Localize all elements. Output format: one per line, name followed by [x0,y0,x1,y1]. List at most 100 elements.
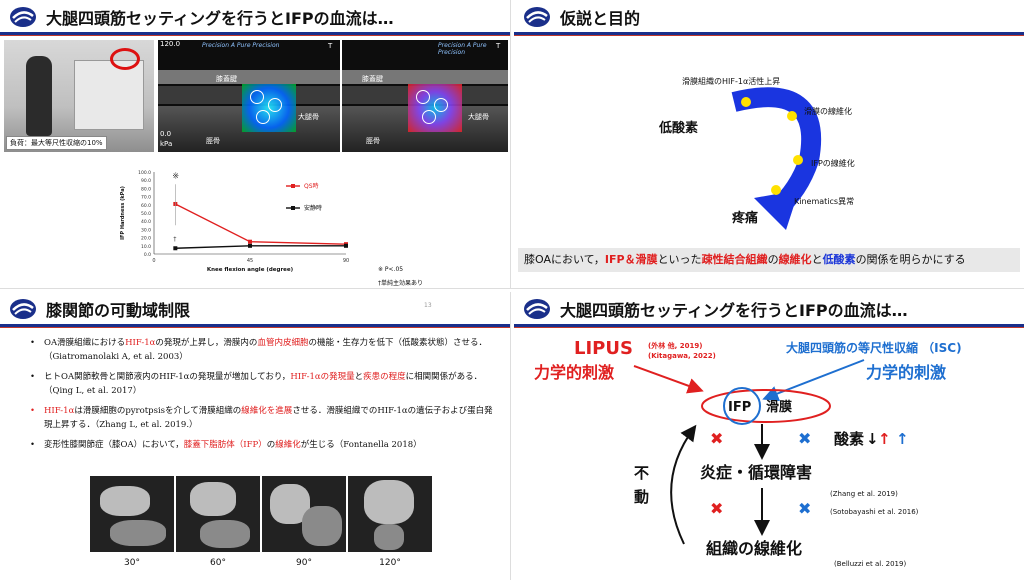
y-tick-label: 0.0 [144,252,151,258]
slide-title: 大腿四頭筋セッティングを行うとIFPの血流は… [560,301,908,320]
subject-figure [26,56,52,136]
inflammation-label: 炎症・循環障害 [700,463,812,482]
series-line-1 [175,245,346,249]
lipus-ref-2: (Kitagawa, 2022) [648,352,716,360]
logo-icon [10,299,36,319]
immobility-label-1: 不 [634,464,649,482]
x-tick-label: 90 [343,258,349,264]
slide-mechanism: 大腿四頭筋セッティングを行うとIFPの血流は… LIPUS (外林 他, 201… [514,292,1024,580]
cross-icon: ✖ [798,429,811,448]
logo-icon [10,7,36,27]
y-tick-label: 70.0 [141,195,151,201]
mech-stimulus-right: 力学的刺激 [866,363,946,382]
step-dot-3 [793,155,803,165]
label-pain: 疼痛 [732,210,758,226]
cross-icon: ✖ [798,499,811,518]
photo-caption: 負荷：最大等尺性収縮の10% [6,136,107,150]
y-tick-label: 20.0 [141,236,151,242]
highlight-circle [110,48,140,70]
x-axis-label: Knee flexion angle (degree) [207,267,294,273]
ultrasound-image-qs: Precision A Pure Precision 膝蓋腱 脛骨 大腿骨 T [342,40,508,152]
bullet-item: OA滑膜組織におけるHIF-1αの発現が上昇し，滑膜内の血管内皮細胞の機能・生存… [30,336,500,364]
arrow-up-red-icon: ↑ [878,430,891,448]
ifp-circle [723,387,761,425]
legend-marker-0 [291,184,295,188]
legend-label-0: QS時 [304,182,319,190]
annotation-dagger: † [173,236,176,243]
lipus-label: LIPUS [574,338,633,359]
bullet-item: HIF-1αは滑膜細胞のpyrotpsisを介して滑膜組織の線維化を進展させる．… [30,404,500,432]
ifp-label: IFP [728,400,751,415]
slide-title: 大腿四頭筋セッティングを行うとIFPの血流は… [46,9,394,28]
experiment-photo: 負荷：最大等尺性収縮の10% [4,40,154,152]
angle-label-60: 60° [210,558,226,568]
y-tick-label: 40.0 [141,219,151,225]
ifp-synovium-ellipse [701,389,831,423]
ref-sotobayashi: (Sotobayashi et al. 2016) [830,508,919,516]
us-brand-label: Precision A Pure Precision [202,42,280,49]
lipus-ref-1: (外林 他, 2019) [648,341,702,350]
cross-icon: ✖ [710,429,723,448]
slide-header: 膝関節の可動域制限 13 [0,292,510,328]
label-tibia: 脛骨 [206,137,220,145]
synovium-label: 滑膜 [766,399,792,415]
mri-image-120 [348,476,432,552]
mri-image-30 [90,476,174,552]
step-label-2: 滑膜の線維化 [804,106,852,116]
step-label-4: Kinematics異常 [794,197,854,206]
slide-header: 大腿四頭筋セッティングを行うとIFPの血流は… [0,0,510,36]
y-tick-label: 50.0 [141,211,151,217]
y-tick-label: 80.0 [141,186,151,192]
immobility-label-2: 動 [634,488,649,506]
data-point-1 [173,246,178,251]
data-point-0 [248,239,252,244]
cross-icon: ✖ [710,499,723,518]
x-tick-label: 0 [152,258,155,264]
page-number: 13 [424,302,432,309]
mri-image-60 [176,476,260,552]
data-point-1 [344,243,348,248]
logo-icon [524,299,550,319]
angle-label-120: 120° [379,558,401,568]
slide-title: 仮説と目的 [560,9,641,28]
slide-hypothesis: 仮説と目的 低酸素 疼痛 滑膜組織のHIF-1α活性上昇 滑膜の線維化 IFPの… [514,0,1024,288]
slide-title: 膝関節の可動域制限 [46,301,191,320]
hypothesis-diagram: 低酸素 疼痛 滑膜組織のHIF-1α活性上昇 滑膜の線維化 IFPの線維化 Ki… [658,76,855,230]
oxygen-label: 酸素 [834,430,864,448]
logo-icon [524,7,550,27]
arrow-up-blue-icon: ↑ [896,430,909,448]
step-dot-1 [741,97,751,107]
footnote-dagger: †単純主効果あり [378,280,424,287]
y-tick-label: 30.0 [141,227,151,233]
slide-header: 仮説と目的 [514,0,1024,36]
step-label-3: IFPの線維化 [811,158,855,168]
ref-belluzzi: (Belluzzi et al. 2019) [834,560,906,568]
y-tick-label: 60.0 [141,203,151,209]
mri-image-90 [262,476,346,552]
lipus-arrow [633,365,704,394]
label-hypoxia: 低酸素 [658,120,698,136]
slide-knee-rom: 膝関節の可動域制限 13 OA滑膜組織におけるHIF-1αの発現が上昇し，滑膜内… [0,292,510,580]
mechanism-diagram: LIPUS (外林 他, 2019) (Kitagawa, 2022) 力学的刺… [534,338,962,568]
step-dot-2 [787,111,797,121]
y-axis-label: IFP Hardness (kPa) [120,186,126,240]
data-point-1 [248,243,252,248]
label-patellar-tendon: 膝蓋腱 [216,75,237,83]
ultrasound-image-rest: Precision A Pure Precision 120.0 0.0 kPa… [158,40,340,152]
y-tick-label: 90.0 [141,178,151,184]
legend-label-1: 安静時 [304,204,322,212]
ref-zhang: (Zhang et al. 2019) [830,490,898,498]
x-tick-label: 45 [247,258,253,264]
annotation-significance: ※ [172,172,179,181]
fibrosis-label: 組織の線維化 [706,539,802,558]
step-dot-4 [771,185,781,195]
immobility-arrow [670,424,697,545]
angle-label-30: 30° [124,558,140,568]
bullet-item: ヒトOA関節軟骨と関節液内のHIF-1αの発現量が増加しており，HIF-1αの発… [30,370,500,398]
label-femur: 大腿骨 [298,113,319,121]
research-goal: 膝OAにおいて，IFP＆滑膜といった疎性結合組織の線維化と低酸素の関係を明らかに… [518,248,1020,272]
isc-arrow [762,359,865,402]
arrow-down-icon: ↓ [866,430,879,448]
angle-label-90: 90° [296,558,312,568]
isc-label: 大腿四頭筋の等尺性収縮 （ISC) [786,340,962,355]
